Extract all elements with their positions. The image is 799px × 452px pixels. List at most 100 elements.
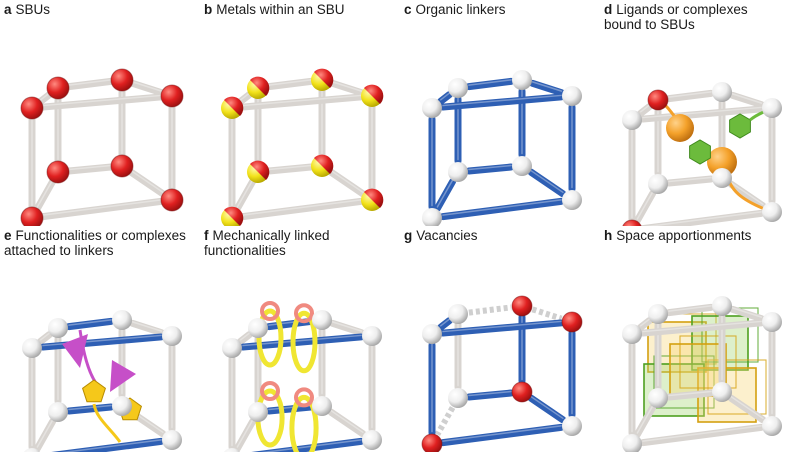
missing-linker xyxy=(468,304,512,316)
node xyxy=(562,86,582,106)
node xyxy=(712,82,732,102)
organic-linker-highlight xyxy=(530,169,564,194)
node xyxy=(162,326,182,346)
organic-linker xyxy=(439,197,565,221)
strut xyxy=(639,319,765,337)
metal-sbu-node-oxide-part xyxy=(250,76,270,96)
node xyxy=(762,416,782,436)
organic-linker-highlight xyxy=(442,320,562,333)
strut xyxy=(237,331,253,345)
cube-illustration xyxy=(221,68,384,226)
space-compartment-back xyxy=(653,355,715,409)
organic-linker-highlight xyxy=(261,439,362,452)
strut-highlight xyxy=(731,93,763,104)
strut xyxy=(65,77,115,91)
organic-linker xyxy=(439,423,565,447)
strut xyxy=(37,331,53,345)
caption-text: SBUs xyxy=(15,2,51,17)
node xyxy=(362,430,382,450)
organic-linker xyxy=(465,77,515,91)
organic-linker xyxy=(65,317,115,331)
strut xyxy=(633,404,657,438)
strut-highlight xyxy=(642,106,762,119)
strut-highlight xyxy=(668,91,712,98)
organic-linker xyxy=(239,333,365,351)
strut xyxy=(665,89,715,103)
strut xyxy=(637,103,653,117)
metal-sbu-node-oxide-part xyxy=(224,206,244,226)
strut-highlight xyxy=(645,211,762,226)
node xyxy=(248,402,268,422)
sbu-node xyxy=(160,84,184,108)
strut-highlight xyxy=(236,179,254,208)
metal-sbu-node xyxy=(221,96,244,119)
node xyxy=(712,382,732,402)
node xyxy=(762,98,782,118)
organic-linker xyxy=(433,178,457,212)
sbu-node xyxy=(46,160,70,184)
node xyxy=(511,295,533,317)
node xyxy=(622,110,642,130)
organic-linker xyxy=(465,163,515,175)
organic-linker-highlight xyxy=(439,318,451,327)
strut xyxy=(127,168,167,198)
strut xyxy=(237,91,253,105)
strut xyxy=(633,190,657,224)
strut xyxy=(239,93,365,111)
strut xyxy=(328,79,366,97)
metal-sbu-node-oxide-part xyxy=(364,84,384,104)
ligand-hexagon xyxy=(729,113,751,139)
strut-highlight xyxy=(268,164,312,171)
strut-highlight xyxy=(39,92,51,101)
bound-complex xyxy=(666,114,694,142)
cube-illustration xyxy=(421,295,583,452)
metal-sbu-node xyxy=(361,84,384,107)
node xyxy=(511,381,533,403)
strut-highlight xyxy=(36,419,54,448)
panel-letter: c xyxy=(404,2,412,17)
organic-linker-highlight xyxy=(530,395,564,420)
caption-text: Vacancies xyxy=(416,228,478,243)
organic-linker-highlight xyxy=(439,92,451,101)
node xyxy=(622,219,642,226)
strut xyxy=(37,91,53,105)
strut-highlight xyxy=(42,199,162,216)
strut xyxy=(639,105,765,123)
organic-linker xyxy=(51,437,165,452)
metal-sbu-node xyxy=(221,206,244,226)
strut xyxy=(265,163,315,175)
node xyxy=(448,78,468,98)
strut xyxy=(128,319,166,337)
caption-text: functionalities xyxy=(204,243,286,258)
metal-sbu-node-oxide-part xyxy=(314,68,334,88)
strut xyxy=(327,408,367,438)
ligand-hexagon xyxy=(689,139,711,165)
ring-stopper xyxy=(294,387,314,408)
organic-linker-highlight xyxy=(468,390,512,397)
strut-highlight xyxy=(639,318,651,327)
node xyxy=(112,310,132,330)
sbu-node xyxy=(110,154,134,178)
organic-linker-highlight xyxy=(242,334,362,347)
strut xyxy=(33,178,57,212)
cube-illustration xyxy=(222,301,382,452)
mechanically-linked-ring xyxy=(289,394,319,452)
cube-illustration xyxy=(22,310,182,452)
strut-highlight xyxy=(242,199,362,216)
panel-letter: b xyxy=(204,2,213,17)
strut-highlight xyxy=(330,169,364,194)
strut xyxy=(665,175,715,187)
node xyxy=(448,162,468,182)
organic-linker-highlight xyxy=(442,425,562,442)
organic-linker-highlight xyxy=(468,164,512,171)
node xyxy=(712,296,732,316)
node xyxy=(562,190,582,210)
node xyxy=(22,338,42,358)
strut xyxy=(65,163,115,175)
sbu-node xyxy=(46,76,70,100)
